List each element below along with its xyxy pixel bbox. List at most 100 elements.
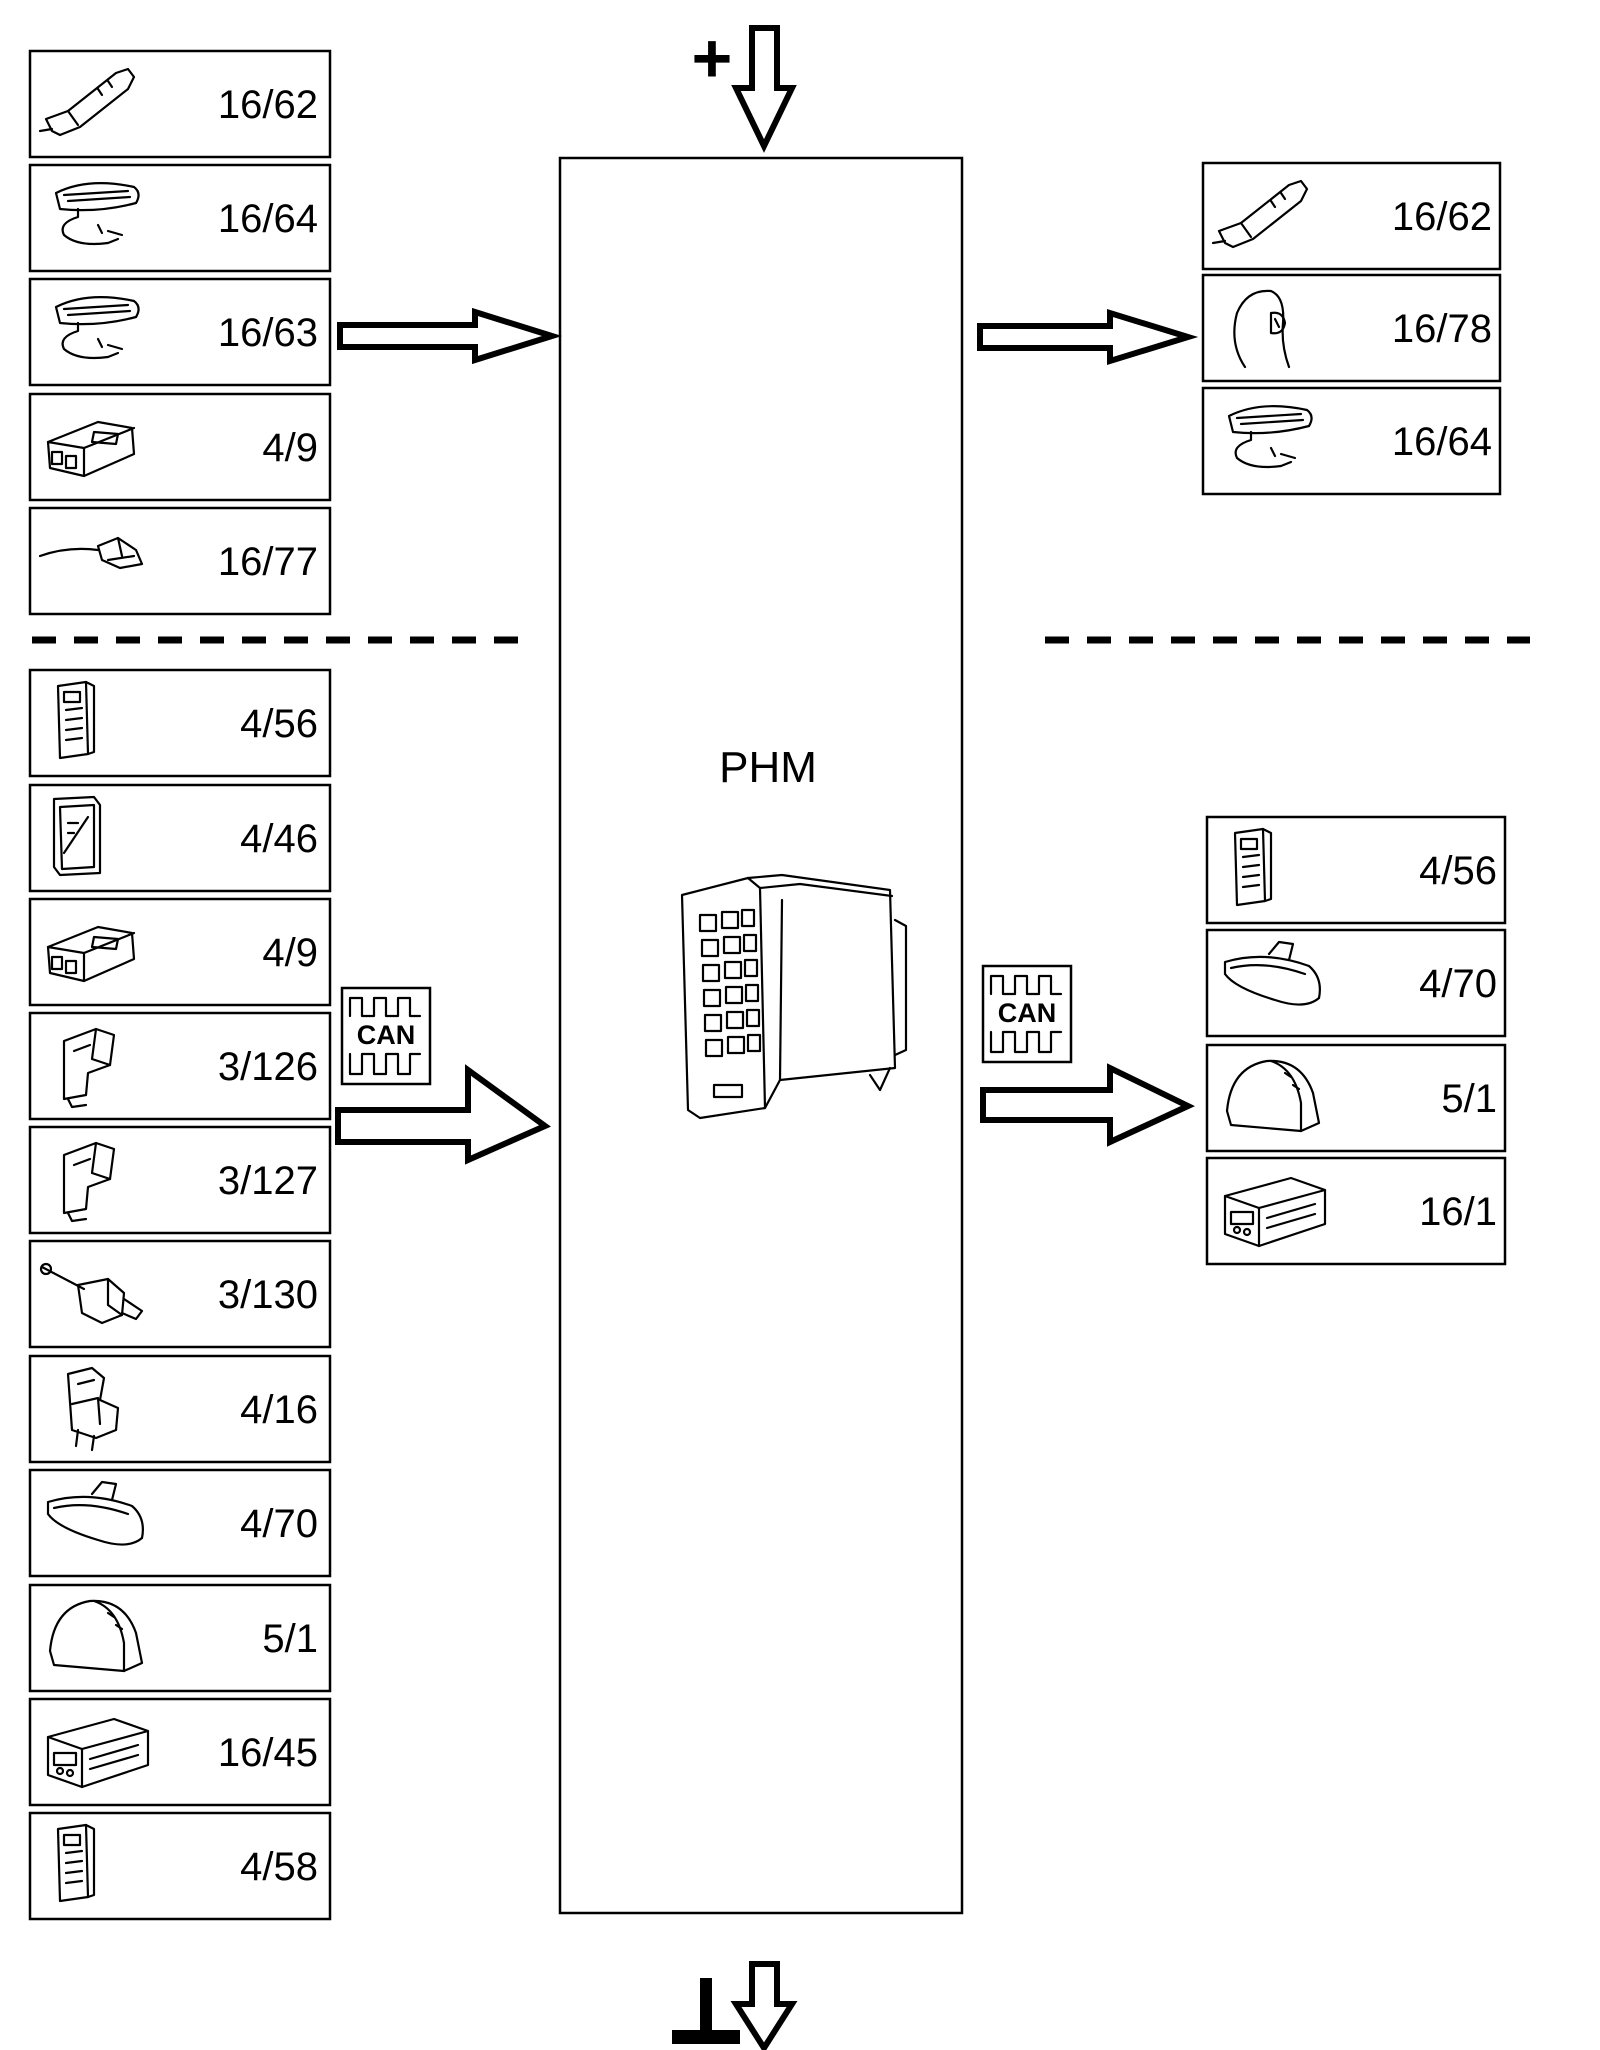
component-label: 16/1 bbox=[1419, 1190, 1497, 1234]
component-box: 3/126 bbox=[28, 1011, 332, 1121]
component-label: 16/45 bbox=[218, 1731, 318, 1775]
right-outputs-arrow-icon bbox=[977, 308, 1199, 366]
can-badge-right: CAN bbox=[981, 964, 1073, 1064]
left-can-components: 4/56 4/46 4/9 3/126 3/127 3/130 4/16 4/70 5/1 16/… bbox=[28, 668, 332, 1921]
instrument-cluster-icon bbox=[48, 1599, 144, 1673]
left-can-arrow-icon bbox=[335, 1064, 551, 1165]
component-label: 4/58 bbox=[240, 1845, 318, 1889]
antenna-icon bbox=[38, 536, 144, 570]
component-label: 4/70 bbox=[1419, 962, 1497, 1006]
component-label: 3/130 bbox=[218, 1273, 318, 1317]
component-box: 16/64 bbox=[28, 163, 332, 273]
component-label: 16/64 bbox=[218, 197, 318, 241]
switch-icon bbox=[62, 1027, 116, 1109]
left-input-components: 16/62 16/64 16/63 4/9 16/77 bbox=[28, 49, 332, 616]
component-box: 4/56 bbox=[28, 668, 332, 778]
control-module-icon bbox=[46, 420, 136, 478]
light-unit-icon bbox=[54, 182, 140, 246]
component-box: 4/9 bbox=[28, 897, 332, 1007]
component-box-frame bbox=[28, 49, 332, 159]
component-box: 16/62 bbox=[28, 49, 332, 159]
component-box: 16/1 bbox=[1205, 1156, 1507, 1266]
instrument-cluster-icon bbox=[1225, 1059, 1321, 1133]
ground-output bbox=[672, 1961, 798, 2050]
component-box-frame bbox=[28, 1811, 332, 1921]
component-label: 5/1 bbox=[1441, 1077, 1497, 1121]
stalk-switch-icon bbox=[39, 1262, 144, 1325]
phm-module-label: PHM bbox=[719, 743, 817, 792]
ground-symbol-icon bbox=[672, 1978, 740, 2044]
remote-key-icon bbox=[1211, 179, 1309, 249]
component-box: 16/62 bbox=[1201, 161, 1502, 271]
component-box: 4/16 bbox=[28, 1354, 332, 1464]
component-box-frame bbox=[1201, 161, 1502, 271]
right-output-components: 16/62 16/78 16/64 bbox=[1201, 161, 1502, 496]
can-badge-right-label: CAN bbox=[998, 998, 1057, 1028]
ground-arrow-down-icon bbox=[730, 1961, 798, 2050]
component-label: 4/16 bbox=[240, 1388, 318, 1432]
component-label: 16/78 bbox=[1392, 307, 1492, 351]
right-can-arrow-icon bbox=[980, 1063, 1196, 1147]
switch-icon bbox=[62, 1141, 116, 1223]
component-box: 4/70 bbox=[1205, 928, 1507, 1038]
component-label: 5/1 bbox=[262, 1617, 318, 1661]
component-box-frame bbox=[28, 1125, 332, 1235]
component-box: 4/70 bbox=[28, 1468, 332, 1578]
phm-module-icon bbox=[680, 873, 908, 1120]
component-box-frame bbox=[28, 1011, 332, 1121]
component-label: 4/9 bbox=[262, 426, 318, 470]
light-unit-icon bbox=[1227, 405, 1313, 469]
light-unit-icon bbox=[54, 296, 140, 360]
component-box-frame bbox=[28, 668, 332, 778]
component-box: 16/78 bbox=[1201, 273, 1502, 383]
power-input: + bbox=[692, 19, 797, 153]
remote-key-icon bbox=[38, 67, 136, 137]
component-box: 5/1 bbox=[28, 1583, 332, 1693]
component-box: 3/130 bbox=[28, 1239, 332, 1349]
component-box-frame bbox=[28, 1468, 332, 1578]
right-can-components: 4/56 4/70 5/1 16/1 bbox=[1205, 815, 1507, 1266]
plus-symbol: + bbox=[692, 19, 733, 97]
radio-box-icon bbox=[46, 1717, 150, 1789]
control-module-icon bbox=[46, 925, 136, 983]
relay-unit-icon bbox=[66, 1366, 120, 1452]
component-label: 4/56 bbox=[1419, 849, 1497, 893]
component-box-frame bbox=[28, 506, 332, 616]
radio-box-icon bbox=[1223, 1176, 1327, 1248]
component-box: 4/58 bbox=[28, 1811, 332, 1921]
keypad-module-icon bbox=[1233, 827, 1273, 907]
component-label: 16/63 bbox=[218, 311, 318, 355]
can-badge-left-label: CAN bbox=[357, 1020, 416, 1050]
component-label: 4/9 bbox=[262, 931, 318, 975]
component-box: 5/1 bbox=[1205, 1043, 1507, 1153]
keypad-module-icon bbox=[56, 680, 96, 760]
component-box: 4/9 bbox=[28, 392, 332, 502]
component-box-frame bbox=[1205, 928, 1507, 1038]
keypad-module-icon bbox=[56, 1823, 96, 1903]
mirror-icon bbox=[46, 1480, 144, 1546]
component-label: 4/70 bbox=[240, 1502, 318, 1546]
phm-module: PHM bbox=[558, 156, 964, 1915]
component-label: 16/62 bbox=[1392, 195, 1492, 239]
component-box: 4/46 bbox=[28, 783, 332, 893]
component-box-frame bbox=[1201, 273, 1502, 383]
component-box-frame bbox=[28, 1354, 332, 1464]
component-box: 3/127 bbox=[28, 1125, 332, 1235]
component-label: 16/77 bbox=[218, 540, 318, 584]
component-box-frame bbox=[1205, 815, 1507, 925]
mirror-icon bbox=[1223, 940, 1321, 1006]
component-box: 16/64 bbox=[1201, 386, 1502, 496]
component-label: 4/56 bbox=[240, 702, 318, 746]
component-box-frame bbox=[28, 277, 332, 387]
component-label: 4/46 bbox=[240, 817, 318, 861]
can-badge-left: CAN bbox=[340, 986, 432, 1086]
headrest-icon bbox=[1233, 289, 1291, 369]
component-label: 16/64 bbox=[1392, 420, 1492, 464]
left-inputs-arrow-icon bbox=[337, 307, 563, 365]
component-box-frame bbox=[28, 163, 332, 273]
component-box: 4/56 bbox=[1205, 815, 1507, 925]
component-label: 3/126 bbox=[218, 1045, 318, 1089]
component-label: 3/127 bbox=[218, 1159, 318, 1203]
component-label: 16/62 bbox=[218, 83, 318, 127]
